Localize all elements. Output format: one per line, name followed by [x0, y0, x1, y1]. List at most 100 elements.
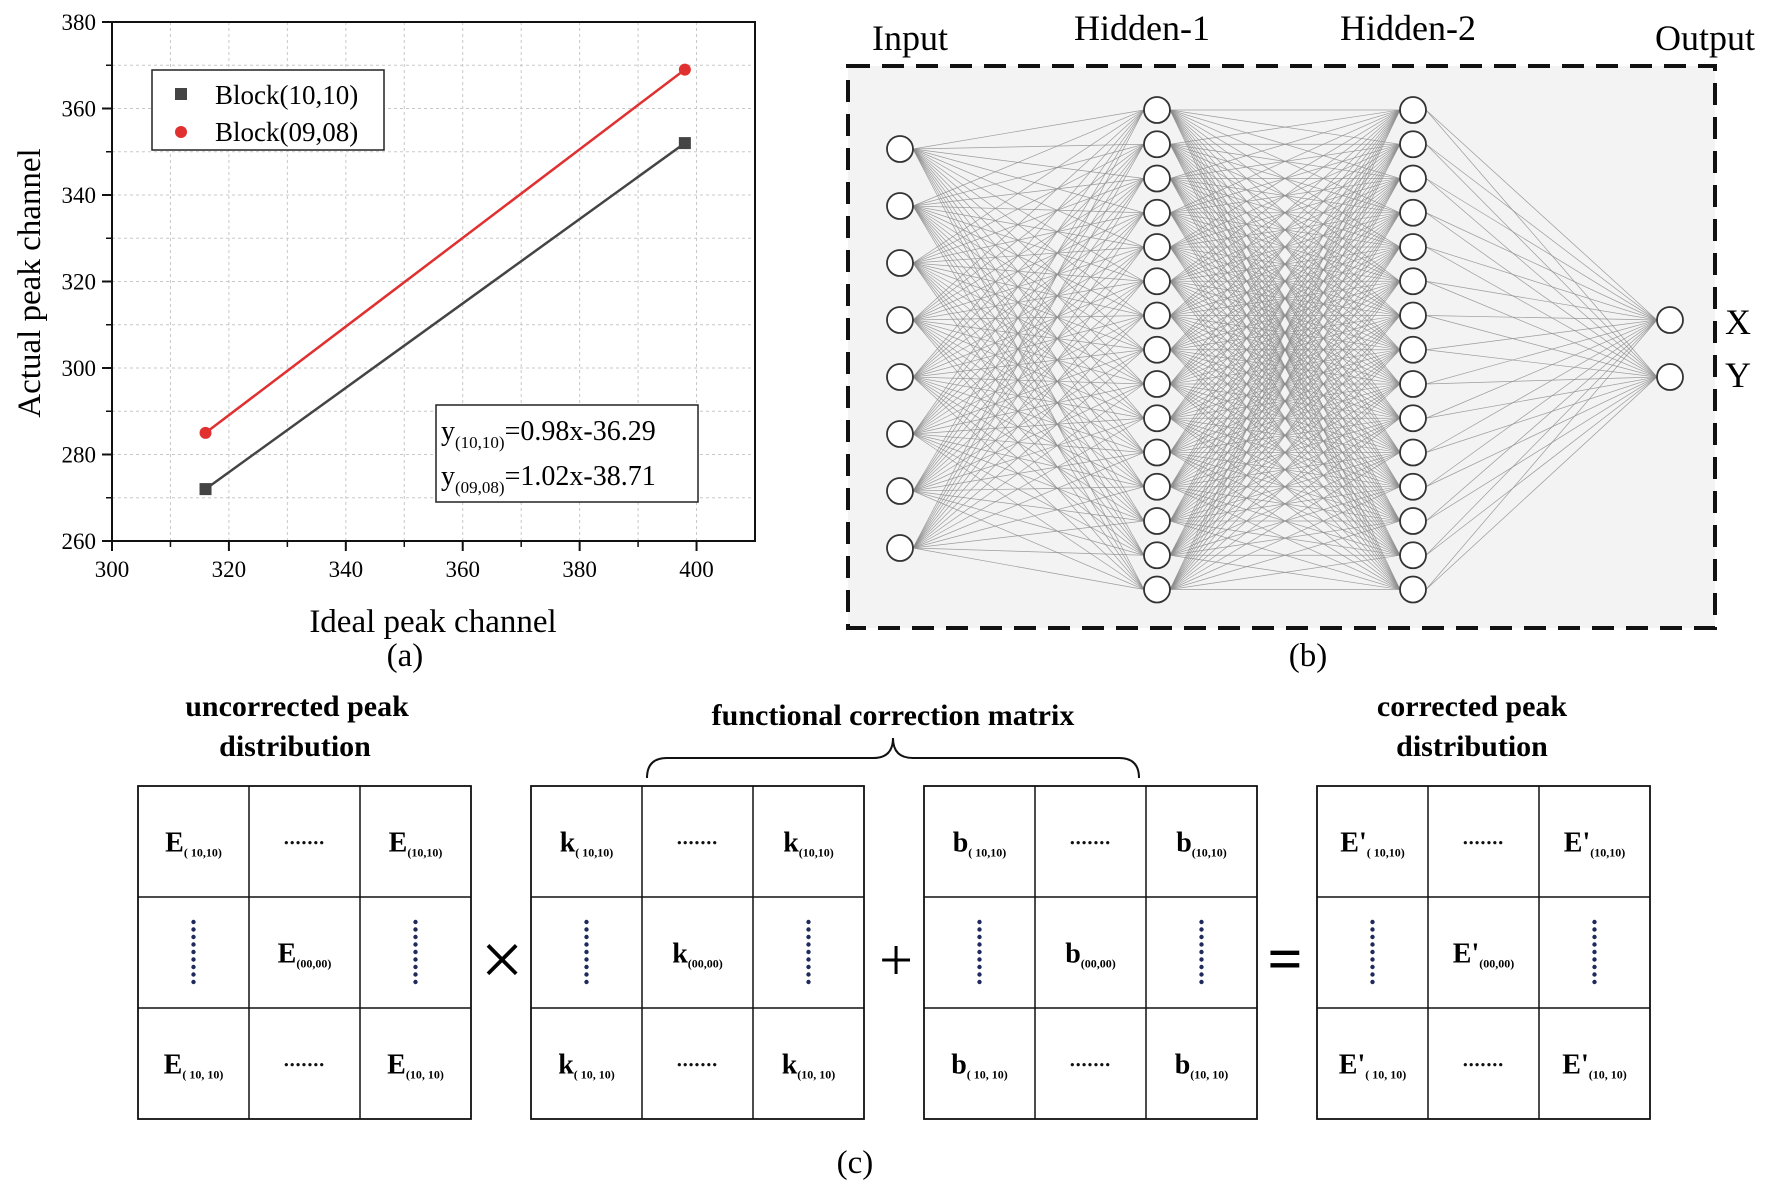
element-index: (00,00)	[688, 957, 723, 971]
network-edge	[912, 383, 1145, 492]
neuron-node	[1143, 575, 1171, 604]
neuron-node	[1143, 164, 1171, 193]
neuron-node	[886, 363, 914, 391]
network-edge	[912, 315, 1145, 549]
network-edge	[1169, 315, 1401, 590]
neuron-node	[1656, 306, 1684, 334]
network-edge	[1425, 319, 1658, 488]
neuron-node	[1143, 130, 1171, 159]
network-edge	[1425, 212, 1658, 378]
network-edge	[912, 349, 1145, 492]
vertical-ellipsis-dot	[584, 919, 589, 925]
vertical-ellipsis-dot	[1370, 957, 1375, 962]
neuron-node	[1399, 472, 1427, 501]
neuron-node	[1143, 541, 1171, 570]
neuron-node	[1143, 301, 1171, 330]
vertical-ellipsis-dot	[1370, 919, 1375, 925]
vertical-ellipsis-dot	[584, 979, 589, 985]
network-edge	[1169, 281, 1401, 590]
neuron-node	[1399, 575, 1427, 604]
network-edge	[912, 417, 1145, 435]
network-edge	[1425, 212, 1658, 321]
series-line-1	[204, 68, 686, 434]
vertical-ellipsis-dot	[1199, 942, 1204, 947]
panel-b-label: (b)	[1289, 638, 1327, 674]
neuron-node	[1399, 335, 1427, 364]
vertical-ellipsis-dot	[1199, 972, 1204, 977]
horizontal-ellipsis: •••••••	[1070, 837, 1111, 852]
neuron-node	[1399, 164, 1427, 193]
vertical-ellipsis-dot	[977, 934, 982, 940]
network-edge	[912, 109, 1145, 378]
title-functional-matrix: functional correction matrix	[712, 699, 1075, 732]
matrix-element: b( 10, 10)	[951, 1050, 1008, 1082]
vertical-ellipsis-dot	[1199, 964, 1204, 970]
element-symbol: k	[672, 939, 688, 970]
element-index: (10, 10)	[797, 1068, 835, 1082]
vertical-ellipsis-dot	[584, 972, 589, 977]
network-edge	[912, 109, 1145, 207]
network-edge	[1425, 315, 1658, 378]
network-edge	[912, 144, 1145, 435]
horizontal-ellipsis: •••••••	[677, 837, 718, 852]
matrix-element: k(10,10)	[783, 828, 834, 860]
network-edge	[1169, 109, 1401, 487]
title-uncorrected-line1: uncorrected peak	[185, 690, 409, 723]
neuron-node	[1399, 438, 1427, 467]
legend-label-block-09-08: Block(09,08)	[215, 117, 358, 147]
neuron-node	[1143, 472, 1171, 501]
network-edge	[912, 246, 1145, 435]
vertical-ellipsis-dot	[413, 964, 418, 970]
network-edge	[1425, 349, 1658, 378]
panel-b-network: Input Hidden-1 Hidden-2 Output X Y (b)	[846, 8, 1755, 674]
legend-label-block-10-10: Block(10,10)	[215, 80, 358, 110]
matrix-element: E'( 10, 10)	[1339, 1050, 1406, 1082]
element-symbol: E	[164, 1050, 183, 1081]
vertical-ellipsis-dot	[1370, 934, 1375, 940]
network-edge	[1169, 486, 1401, 590]
vertical-ellipsis-dot	[977, 957, 982, 962]
equation-frame	[435, 404, 699, 503]
element-index: (00,00)	[1081, 957, 1116, 971]
network-edge	[1169, 109, 1401, 214]
vertical-ellipsis-dot	[806, 979, 811, 985]
element-symbol: k	[783, 828, 799, 859]
element-index: (10,10)	[1192, 846, 1227, 860]
equation-2-rest: =1.02x-38.71	[505, 461, 656, 492]
network-edge	[912, 315, 1145, 435]
layer-title-hidden-1: Hidden-1	[1074, 8, 1210, 48]
neuron-node	[1143, 96, 1171, 124]
element-symbol: E'	[1562, 1050, 1588, 1081]
vertical-ellipsis-dot	[806, 949, 811, 955]
vertical-ellipsis-dot	[1199, 957, 1204, 962]
element-symbol: E	[165, 828, 184, 859]
matrix-element: k(10, 10)	[782, 1050, 836, 1082]
vertical-ellipsis-dot	[1370, 964, 1375, 970]
network-edge	[912, 109, 1145, 435]
element-index: ( 10, 10)	[1365, 1068, 1406, 1082]
x-tick-label: 400	[679, 557, 714, 582]
network-edge	[912, 280, 1145, 435]
matrix-element: E'( 10,10)	[1340, 828, 1404, 860]
y-tick-label: 320	[62, 270, 97, 295]
element-symbol: E'	[1564, 828, 1590, 859]
element-index: ( 10, 10)	[182, 1068, 223, 1082]
neuron-node	[1399, 96, 1427, 124]
network-edge	[1169, 246, 1401, 590]
neuron-node	[1656, 363, 1684, 391]
vertical-ellipsis-dot	[806, 934, 811, 940]
vertical-ellipsis-dot	[1199, 919, 1204, 925]
matrix-element: k( 10, 10)	[558, 1050, 615, 1082]
vertical-ellipsis-dot	[584, 934, 589, 940]
network-nodes	[886, 96, 1684, 604]
output-label-y: Y	[1725, 355, 1751, 395]
element-index: ( 10,10)	[575, 846, 613, 860]
vertical-ellipsis-dot	[1592, 927, 1597, 932]
vertical-ellipsis-dot	[1592, 957, 1597, 962]
matrix-element: E( 10, 10)	[164, 1050, 224, 1082]
matrix-element: E(10, 10)	[387, 1050, 444, 1082]
vertical-ellipsis-dot	[413, 949, 418, 955]
network-edge	[1169, 417, 1401, 590]
network-edge	[912, 349, 1145, 435]
